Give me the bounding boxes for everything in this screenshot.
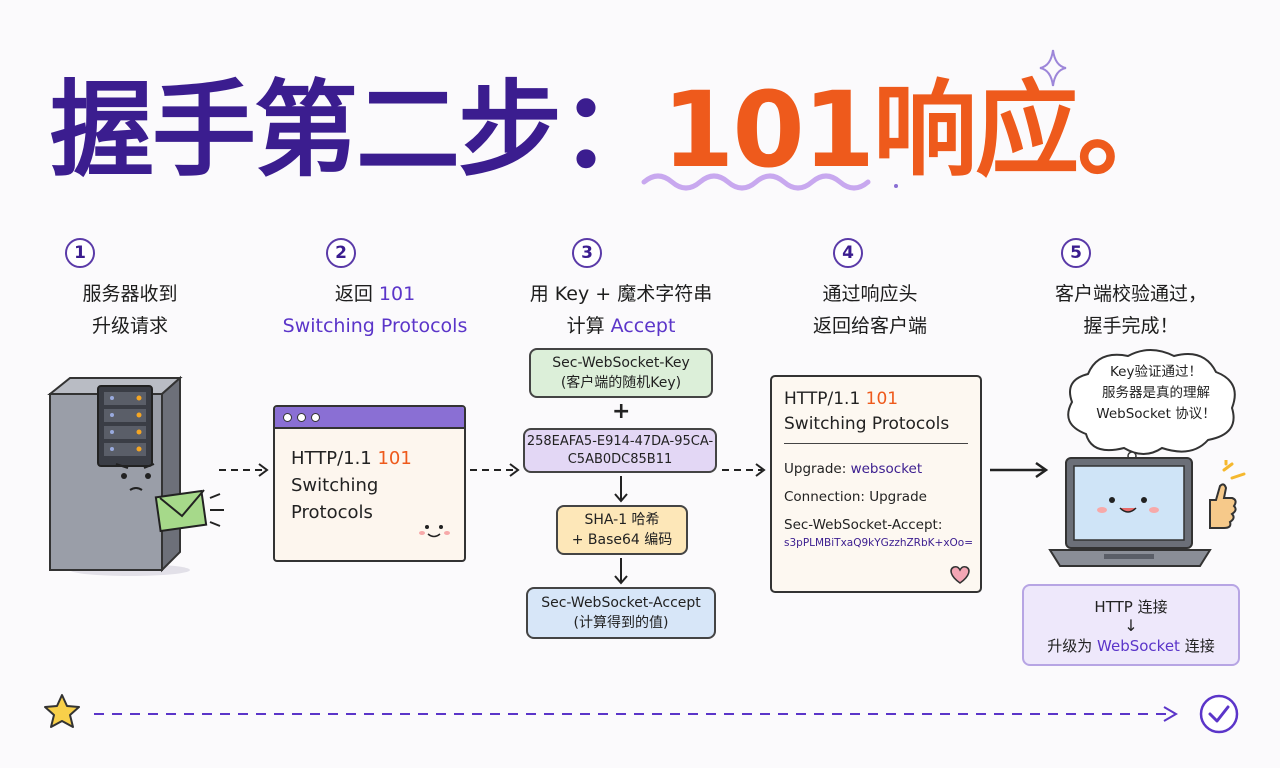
check-circle-icon (1199, 694, 1239, 734)
upgrade-header: Upgrade: websocket (784, 461, 923, 477)
thumbs-up-icon (1209, 460, 1246, 529)
step-2-number: 2 (326, 238, 356, 268)
accept-header-label: Sec-WebSocket-Accept: (784, 517, 943, 533)
connection-header: Connection: Upgrade (784, 489, 927, 505)
step-5-number: 5 (1061, 238, 1091, 268)
smiley-icon (419, 525, 450, 538)
title-main: 握手第二步： (50, 68, 664, 191)
step-3-caption: 用 Key + 魔术字符串 计算 Accept (529, 283, 713, 337)
window-title-bar (275, 407, 464, 429)
step-1-number: 1 (65, 238, 95, 268)
accept-header-value: s3pPLMBiTxaQ9kYGzzhZRbK+xOo= (784, 537, 974, 549)
step-3-number: 3 (572, 238, 602, 268)
heart-icon (950, 566, 970, 584)
page-title: 握手第二步：101响应。 (50, 40, 1181, 200)
plus-sign: + (612, 399, 631, 424)
websocket-accept-box: Sec-WebSocket-Accept (计算得到的值) (526, 587, 716, 639)
arrow-down-1 (614, 476, 628, 503)
step-1-caption: 服务器收到 升级请求 (82, 283, 178, 337)
upgrade-box: HTTP 连接 ↓ 升级为 WebSocket 连接 (1022, 584, 1240, 666)
arrow-step4-step5 (990, 461, 1049, 479)
window-status-text: HTTP/1.1 101 Switching Protocols (291, 448, 412, 523)
response-divider (784, 443, 968, 444)
laptop-icon (1048, 457, 1212, 567)
progress-dashed-line (94, 706, 1178, 722)
title-underline-wave (641, 173, 898, 191)
speech-bubble-text: Key验证通过！ 服务器是真的理解 WebSocket 协议！ (1096, 364, 1216, 422)
browser-window-icon: HTTP/1.1 101 Switching Protocols (273, 405, 466, 562)
arrow-step2-step3 (470, 463, 520, 477)
step-5-caption: 客户端校验通过， 握手完成！ (1054, 283, 1207, 337)
sha1-base64-box: SHA-1 哈希 + Base64 编码 (556, 505, 688, 555)
response-status: HTTP/1.1 101 Switching Protocols (784, 389, 950, 434)
arrow-step3-step4 (722, 463, 766, 477)
arrow-step1-step2 (219, 463, 269, 477)
websocket-key-box: Sec-WebSocket-Key (客户端的随机Key) (529, 348, 713, 398)
step-4-caption: 通过响应头 返回给客户端 (812, 283, 927, 337)
speech-bubble-icon (1067, 349, 1236, 470)
star-icon (44, 694, 80, 728)
http-response-card: HTTP/1.1 101 Switching Protocols Upgrade… (770, 375, 982, 593)
server-icon (47, 375, 190, 576)
sparkle-icon (1039, 49, 1067, 87)
title-highlight: 101响应。 (662, 68, 1181, 191)
step-2-caption: 返回 101 Switching Protocols (282, 283, 468, 337)
arrow-down-2 (614, 558, 628, 585)
magic-string-box: 258EAFA5-E914-47DA-95CA- C5AB0DC85B11 (523, 428, 717, 473)
envelope-icon (154, 489, 224, 533)
step-4-number: 4 (833, 238, 863, 268)
